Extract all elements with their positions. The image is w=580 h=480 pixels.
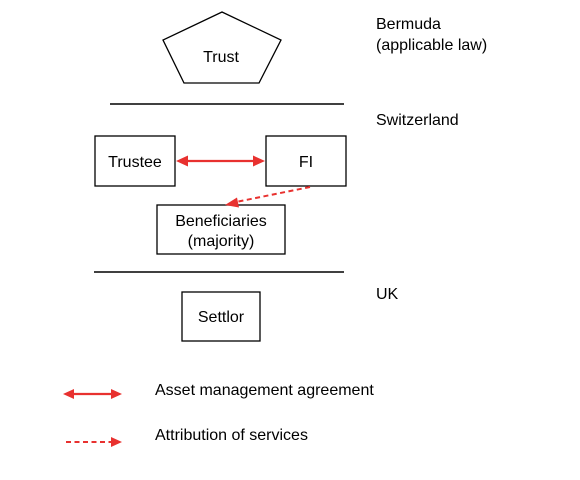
- trustee-box: [94, 135, 176, 187]
- trust-pentagon: [162, 11, 282, 84]
- jurisdiction-uk-label: UK: [376, 286, 399, 303]
- fi-label: FI: [299, 154, 313, 171]
- beneficiaries-label: Beneficiaries: [175, 213, 267, 230]
- settlor-node: Settlor: [181, 291, 261, 342]
- settlor-box: [181, 291, 261, 342]
- attribution-arrow-line: [235, 186, 311, 203]
- legend-dashed-label: Attribution of services: [155, 427, 308, 444]
- legend-solid-label: Asset management agreement: [155, 382, 374, 399]
- jurisdiction-bermuda-sublabel: (applicable law): [376, 37, 487, 54]
- beneficiaries-node: Beneficiaries (majority): [156, 204, 286, 255]
- trust-label: Trust: [203, 49, 239, 66]
- jurisdiction-switzerland-label: Switzerland: [376, 112, 459, 129]
- asset-management-arrow-head-right: [253, 155, 265, 167]
- fi-node: FI: [265, 135, 347, 187]
- legend-solid-arrow-head-right: [111, 389, 122, 399]
- legend-dashed-arrow-head: [111, 437, 122, 447]
- settlor-label: Settlor: [198, 309, 245, 326]
- trustee-label: Trustee: [108, 154, 162, 171]
- jurisdiction-bermuda-label: Bermuda: [376, 16, 441, 33]
- beneficiaries-sublabel: (majority): [188, 233, 255, 250]
- legend-item-asset-management: Asset management agreement: [63, 382, 374, 399]
- beneficiaries-box: [156, 204, 286, 255]
- legend: Asset management agreement Attribution o…: [63, 382, 374, 447]
- attribution-arrow-head: [225, 197, 239, 208]
- trustee-node: Trustee: [94, 135, 176, 187]
- trust-node: Trust: [162, 11, 282, 84]
- legend-solid-arrow-head-left: [63, 389, 74, 399]
- asset-management-arrow-head-left: [176, 155, 188, 167]
- fi-box: [265, 135, 347, 187]
- asset-management-arrow: [176, 155, 265, 167]
- attribution-arrow: [225, 186, 311, 208]
- legend-item-attribution: Attribution of services: [66, 427, 308, 447]
